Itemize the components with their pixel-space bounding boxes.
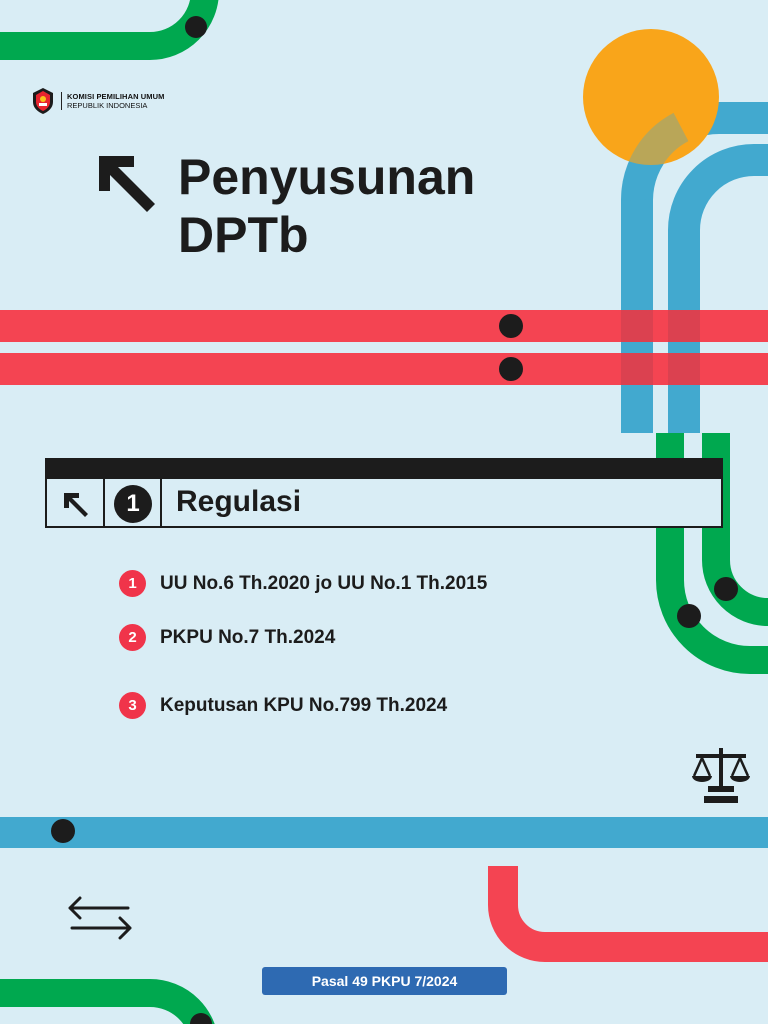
- section-label: Regulasi: [176, 485, 302, 518]
- blue-stripe: [0, 817, 768, 848]
- kpu-logo: KOMISI PEMILIHAN UMUM REPUBLIK INDONESIA: [31, 87, 165, 115]
- footer-badge: Pasal 49 PKPU 7/2024: [262, 967, 507, 995]
- scale-icon: [692, 748, 750, 803]
- track-dot: [51, 819, 75, 843]
- section-number: 1: [114, 485, 152, 523]
- title-line-2: DPTb: [178, 207, 309, 263]
- logo-org-name: KOMISI PEMILIHAN UMUM: [67, 92, 165, 101]
- track-dot: [714, 577, 738, 601]
- section-header: 1 Regulasi: [45, 458, 723, 528]
- list-item-text: UU No.6 Th.2020 jo UU No.1 Th.2015: [160, 572, 488, 594]
- arrow-up-left-icon: [99, 156, 155, 212]
- list-item-number: 2: [119, 624, 146, 651]
- list-item-number: 3: [119, 692, 146, 719]
- logo-country: REPUBLIK INDONESIA: [67, 101, 148, 110]
- track-dot: [677, 604, 701, 628]
- arrow-up-left-icon: [64, 493, 88, 517]
- track-dot: [499, 314, 523, 338]
- list-item-text: Keputusan KPU No.799 Th.2024: [160, 694, 448, 716]
- green-track-top: [0, 0, 219, 60]
- divider: [160, 479, 162, 528]
- orange-circle: [583, 29, 719, 165]
- green-track-bottom: [0, 979, 215, 1024]
- list-item: 1 UU No.6 Th.2020 jo UU No.1 Th.2015: [119, 570, 487, 597]
- blue-track-inner: [668, 144, 768, 433]
- page-title: Penyusunan DPTb: [178, 148, 475, 264]
- list-item-number: 1: [119, 570, 146, 597]
- title-line-1: Penyusunan: [178, 149, 476, 205]
- section-header-box: [45, 479, 723, 528]
- track-dot: [185, 16, 207, 38]
- section-header-bar: [45, 458, 723, 479]
- swap-arrows-icon[interactable]: [66, 894, 134, 942]
- track-dot: [190, 1013, 212, 1024]
- kpu-emblem-icon: [33, 88, 53, 114]
- list-item-text: PKPU No.7 Th.2024: [160, 626, 336, 648]
- red-track-bottom: [488, 866, 768, 962]
- green-track-outer: [656, 433, 768, 674]
- list-item: 2 PKPU No.7 Th.2024: [119, 624, 335, 651]
- track-dot: [499, 357, 523, 381]
- divider: [103, 479, 105, 528]
- list-item: 3 Keputusan KPU No.799 Th.2024: [119, 692, 447, 719]
